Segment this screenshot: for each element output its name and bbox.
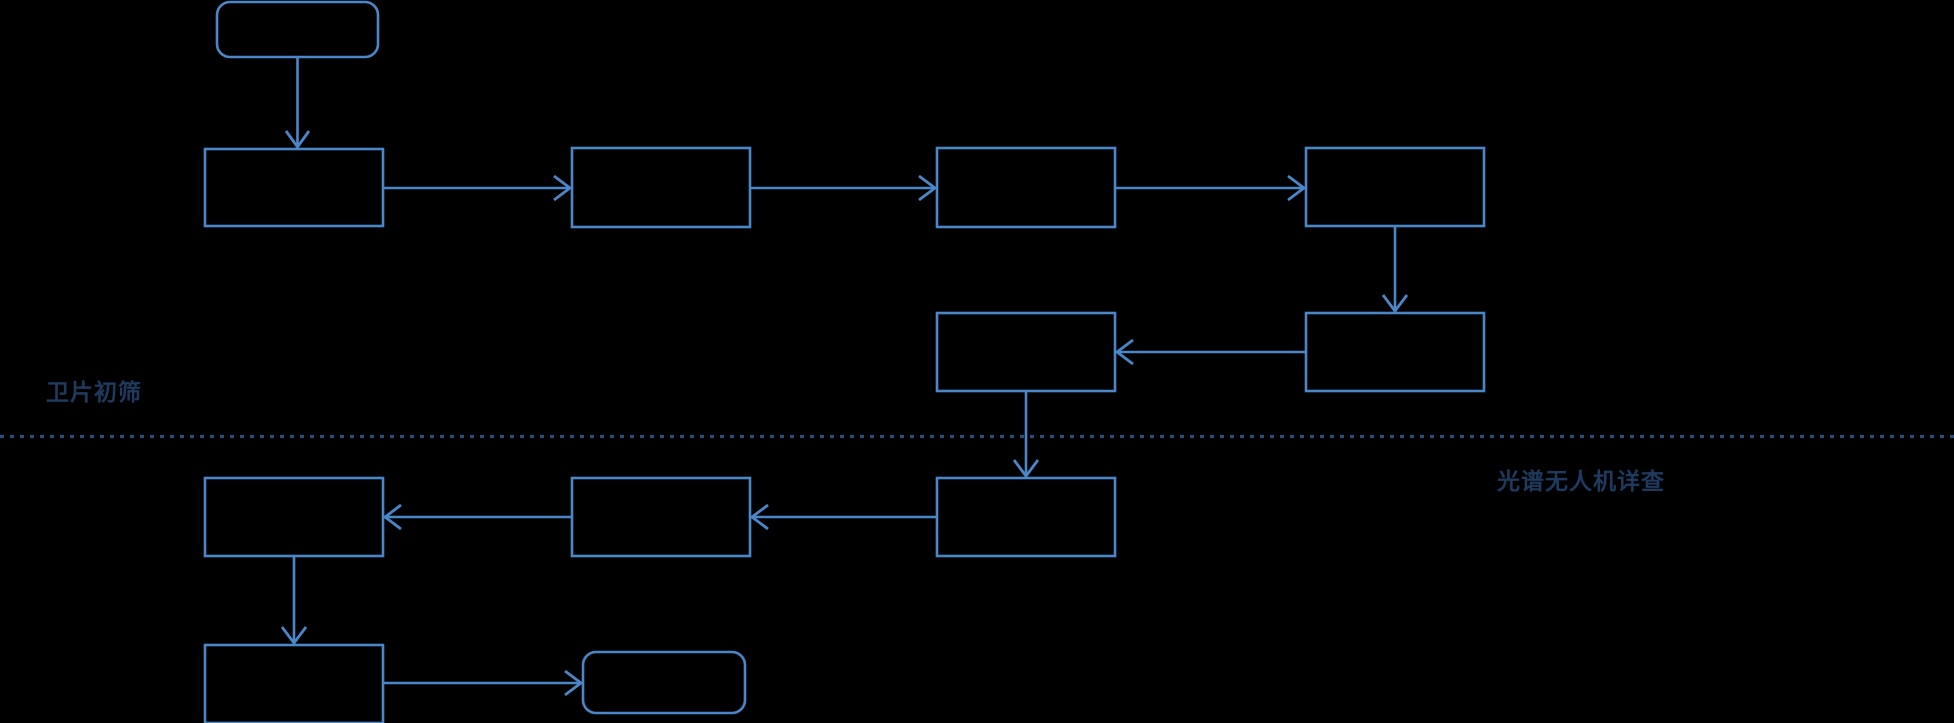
edge-n7-n8 xyxy=(1012,391,1040,479)
lane-label-upper: 卫片初筛 xyxy=(46,379,142,405)
edge-n4-n5 xyxy=(1115,174,1307,202)
node-process-10[interactable] xyxy=(203,643,385,723)
edge-n8-n9 xyxy=(749,503,937,531)
edge-layer xyxy=(280,57,1409,697)
edge-n11-n12 xyxy=(383,669,584,697)
node-process-8[interactable] xyxy=(570,476,752,558)
node-end[interactable] xyxy=(581,650,747,715)
node-process-9[interactable] xyxy=(203,476,385,558)
node-layer xyxy=(203,0,1486,723)
edge-n9-n10 xyxy=(382,503,572,531)
edge-n6-n7 xyxy=(1114,338,1306,366)
node-process-1[interactable] xyxy=(203,147,385,228)
node-process-4[interactable] xyxy=(1304,146,1486,228)
node-process-6[interactable] xyxy=(935,311,1117,393)
edge-n3-n4 xyxy=(750,174,938,202)
node-process-3[interactable] xyxy=(935,146,1117,229)
edge-n5-n6 xyxy=(1381,226,1409,314)
node-process-5[interactable] xyxy=(1304,311,1486,393)
node-process-7[interactable] xyxy=(935,476,1117,558)
edge-n1-n2 xyxy=(284,57,311,150)
lane-label-lower: 光谱无人机详查 xyxy=(1497,468,1665,494)
node-start[interactable] xyxy=(215,0,380,59)
edge-n2-n3 xyxy=(383,174,573,202)
edge-n10-n11 xyxy=(280,556,308,646)
node-process-2[interactable] xyxy=(570,146,752,229)
